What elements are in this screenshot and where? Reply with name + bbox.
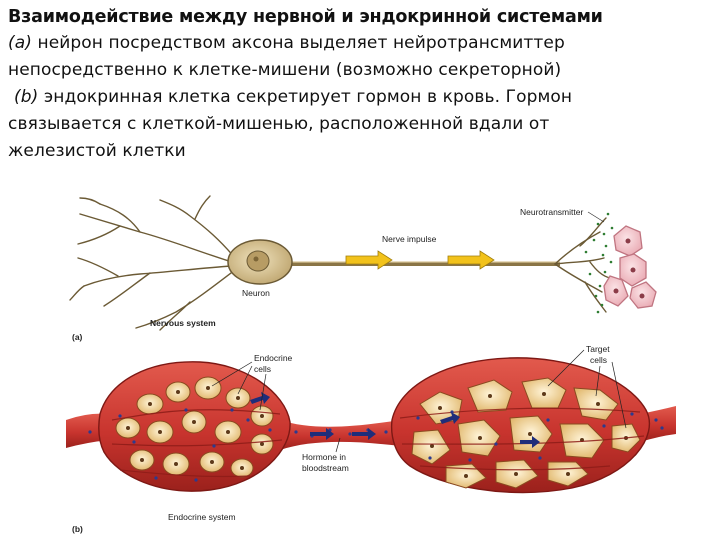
caption-b-line-1: (b) эндокринная клетка секретирует гормо… — [8, 84, 712, 111]
panel-b-label: (b) — [72, 524, 83, 534]
caption-b-line-2: связывается с клеткой-мишенью, расположе… — [8, 114, 550, 134]
caption-a-tag: (a) — [8, 33, 32, 53]
capillaries — [111, 407, 645, 478]
endocrine-cells-leaders — [211, 361, 267, 411]
flow-arrow-5 — [520, 436, 540, 448]
impulse-arrow-2 — [447, 250, 495, 270]
caption-a-text-1: нейрон посредством аксона выделяет нейро… — [31, 33, 565, 53]
flow-arrow-3 — [250, 392, 270, 404]
neurotransmitter-leader — [587, 211, 605, 223]
neuron-label: Neuron — [242, 288, 270, 298]
hormone-label-line2: bloodstream — [302, 463, 349, 473]
impulse-arrow-1 — [345, 250, 393, 270]
caption-b-text-1: эндокринная клетка секретирует гормон в … — [38, 87, 573, 107]
flow-arrow-4 — [440, 412, 460, 424]
endocrine-nuclei-left — [126, 386, 264, 470]
endocrine-cells-label-line1: Endocrine — [254, 353, 293, 363]
caption-a-line-1: (a) нейрон посредством аксона выделяет н… — [8, 30, 712, 57]
panel-a-nervous-system: Neuron Nerve impulse Neurotransmitter Ne… — [69, 195, 657, 342]
nerve-impulse-label: Nerve impulse — [382, 234, 437, 244]
slide-text: Взаимодействие между нервной и эндокринн… — [8, 4, 712, 165]
target-cells-label-line1: Target — [586, 344, 610, 354]
neurotransmitter-label: Neurotransmitter — [520, 207, 583, 217]
vessel-right-stub — [640, 406, 676, 442]
caption-a-line-2: непосредственно к клетке-мишени (возможн… — [8, 60, 562, 80]
target-cells-label-line2: cells — [590, 355, 607, 365]
hormone-label-line1: Hormone in — [302, 452, 346, 462]
flow-arrow-1 — [310, 428, 334, 440]
hormone-leader — [335, 437, 341, 453]
dendrites — [69, 195, 236, 331]
flow-arrow-2 — [352, 428, 376, 440]
hormone-dots — [88, 408, 664, 482]
target-cells — [603, 225, 657, 309]
endocrine-cells-label-line2: cells — [254, 364, 271, 374]
caption-b-tag: (b) — [14, 87, 39, 107]
nervous-system-label: Nervous system — [150, 318, 216, 328]
blood-flow-arrows — [250, 392, 540, 448]
panel-a-label: (a) — [72, 332, 83, 342]
endocrine-system-label: Endocrine system — [168, 512, 236, 522]
vessel-bridge — [280, 420, 400, 450]
nerve-impulse-arrows — [345, 250, 495, 270]
caption-b-line-3: железистой клетки — [8, 141, 186, 161]
panel-b-endocrine-system: Endocrine cells Target cells Hormone in … — [66, 344, 676, 534]
target-cells-leaders — [547, 349, 627, 429]
slide-title: Взаимодействие между нервной и эндокринн… — [8, 7, 603, 27]
neuron-nucleus — [246, 250, 270, 272]
axon-terminals — [554, 217, 611, 313]
